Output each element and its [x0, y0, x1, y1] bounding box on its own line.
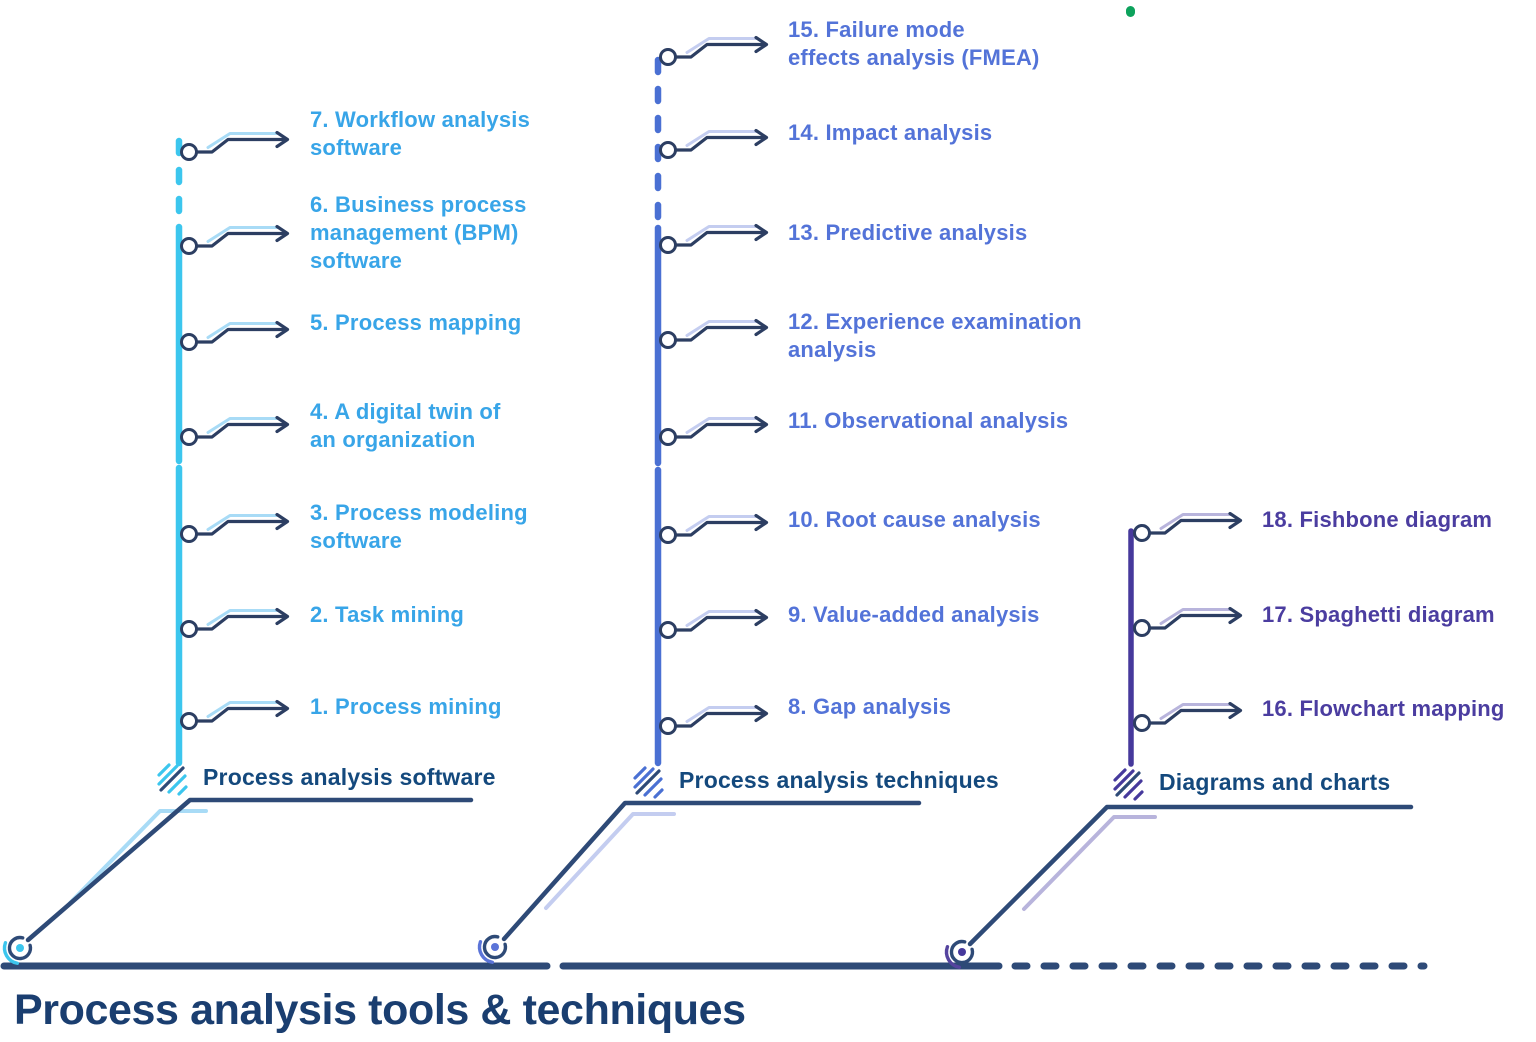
section-label-text: Process analysis techniques: [679, 767, 999, 793]
connector-item-16: [1132, 701, 1243, 733]
hatch-icon: [633, 766, 664, 799]
item-label-15: 15. Failure mode effects analysis (FMEA): [788, 17, 1040, 70]
green-dot-decoration: [1126, 6, 1135, 17]
item-label-16: 16. Flowchart mapping: [1262, 696, 1505, 721]
connector-item-7: [179, 130, 290, 162]
connector-item-6: [179, 224, 290, 256]
item-label-12: 12. Experience examination analysis: [788, 309, 1082, 362]
connector-item-11: [658, 415, 769, 447]
item-label-18: 18. Fishbone diagram: [1262, 507, 1493, 532]
item-label-7: 7. Workflow analysis software: [310, 107, 531, 160]
item-label-10: 10. Root cause analysis: [788, 507, 1041, 532]
section-label-diagrams: Diagrams and charts: [1112, 768, 1390, 801]
item-label-4: 4. A digital twin of an organization: [310, 399, 501, 452]
baseline-node-3: [944, 939, 975, 969]
item-label-1: 1. Process mining: [310, 694, 502, 719]
connector-item-18: [1132, 511, 1243, 543]
hatch-icon: [157, 763, 188, 796]
underline1: [25, 797, 474, 943]
item-label-3: 3. Process modeling software: [310, 500, 528, 553]
underline2: [501, 800, 922, 942]
connector-item-8: [658, 704, 769, 736]
item-label-11: 11. Observational analysis: [788, 408, 1069, 433]
connector-item-13: [658, 223, 769, 255]
connector-item-9: [658, 608, 769, 640]
connector-item-3: [179, 512, 290, 544]
connector-item-17: [1132, 606, 1243, 638]
section-label-software: Process analysis software: [156, 763, 496, 796]
connector-item-10: [658, 513, 769, 545]
connector-item-12: [658, 318, 769, 350]
page-title: Process analysis tools & techniques: [14, 986, 746, 1034]
underline3: [967, 804, 1414, 947]
section-label-techniques: Process analysis techniques: [632, 766, 999, 799]
item-label-5: 5. Process mapping: [310, 310, 522, 335]
connector-item-2: [179, 607, 290, 639]
item-label-6: 6. Business process management (BPM) sof…: [310, 192, 527, 273]
connector-item-14: [658, 128, 769, 160]
connector-item-5: [179, 320, 290, 352]
underline2-echo: [544, 812, 676, 910]
item-label-14: 14. Impact analysis: [788, 120, 993, 145]
connector-item-4: [179, 415, 290, 447]
item-label-9: 9. Value-added analysis: [788, 602, 1040, 627]
baseline-node-1: [2, 935, 33, 965]
underline3-echo: [1022, 815, 1157, 911]
item-label-2: 2. Task mining: [310, 602, 464, 627]
connector-item-1: [179, 699, 290, 731]
hatch-icon: [1113, 768, 1144, 801]
item-label-13: 13. Predictive analysis: [788, 220, 1028, 245]
underline1-echo: [68, 809, 208, 905]
item-label-17: 17. Spaghetti diagram: [1262, 602, 1495, 627]
section-label-text: Process analysis software: [203, 764, 496, 790]
item-label-8: 8. Gap analysis: [788, 694, 952, 719]
baseline-node-2: [477, 934, 508, 964]
section-label-text: Diagrams and charts: [1159, 769, 1391, 795]
connector-item-15: [658, 35, 769, 67]
